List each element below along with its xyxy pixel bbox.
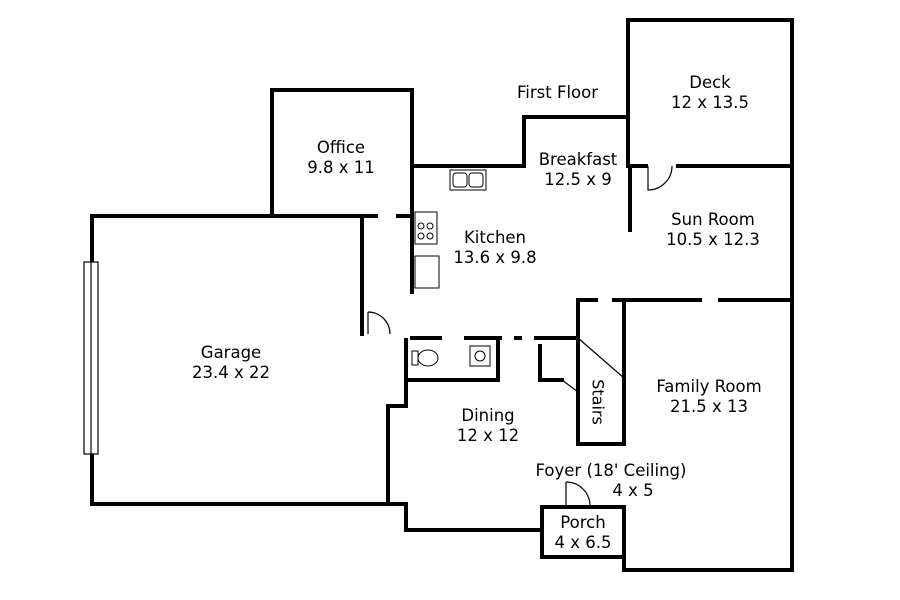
room-name: Sun Room (671, 210, 755, 229)
room-label-family-room: Family Room 21.5 x 13 (656, 377, 761, 417)
room-size: 21.5 x 13 (669, 397, 748, 416)
sink-basin-left (452, 172, 468, 188)
burner (417, 222, 425, 230)
room-label-office: Office 9.8 x 11 (307, 138, 375, 178)
burner (426, 232, 434, 240)
sink-basin-right (468, 172, 484, 188)
garage-door-swing (367, 311, 391, 335)
room-size: 23.4 x 22 (192, 363, 270, 382)
room-name: Deck (689, 73, 731, 92)
room-label-garage: Garage 23.4 x 22 (192, 343, 270, 383)
room-size: 12 x 12 (456, 426, 520, 445)
room-size: 13.6 x 9.8 (453, 248, 537, 267)
fridge-icon (414, 255, 440, 289)
room-size: 9.8 x 11 (307, 158, 375, 177)
room-size: 4 x 5 (612, 481, 654, 500)
room-name: Office (316, 138, 366, 157)
closet-wall (538, 344, 564, 382)
room-label-porch: Porch 4 x 6.5 (555, 513, 612, 553)
room-label-breakfast: Breakfast 12.5 x 9 (539, 150, 618, 190)
burner (417, 232, 425, 240)
room-name: Breakfast (538, 150, 618, 169)
toilet-tank (411, 350, 419, 366)
room-name: Garage (200, 343, 262, 362)
room-size: 10.5 x 12.3 (666, 230, 760, 249)
room-size: 12 x 13.5 (671, 93, 749, 112)
plan-title: First Floor (517, 83, 599, 102)
room-size: 4 x 6.5 (554, 533, 612, 552)
stairs-landing (561, 379, 579, 444)
room-name: Dining (461, 406, 515, 425)
front-door-swing (565, 481, 591, 508)
room-label-sun-room: Sun Room 10.5 x 12.3 (666, 210, 760, 250)
room-label-deck: Deck 12 x 13.5 (671, 73, 749, 113)
room-name: Family Room (656, 377, 762, 396)
deck-walls (622, 18, 794, 572)
burner (426, 222, 434, 230)
bath-right-wall (406, 336, 500, 382)
deck-door-swing (647, 165, 673, 191)
garage-lower-wall (386, 338, 408, 408)
room-size: 12.5 x 9 (544, 170, 612, 189)
room-label-dining: Dining 12 x 12 (457, 406, 519, 446)
stairs-walls (576, 298, 626, 446)
room-label-foyer: Foyer (18' Ceiling) 4 x 5 (536, 461, 687, 501)
stairs-diagonal (577, 337, 625, 379)
bath-sink-basin (474, 350, 486, 362)
garage-walls (270, 88, 630, 218)
stairs-label: Stairs (588, 379, 608, 425)
porch-walls (540, 505, 626, 559)
room-name: Porch (560, 513, 606, 532)
toilet-icon (417, 349, 439, 367)
room-name: Kitchen (463, 228, 527, 247)
room-name: Foyer (18' Ceiling) (535, 461, 687, 480)
room-label-kitchen: Kitchen 13.6 x 9.8 (453, 228, 536, 268)
foyer-front-wall (386, 502, 544, 532)
